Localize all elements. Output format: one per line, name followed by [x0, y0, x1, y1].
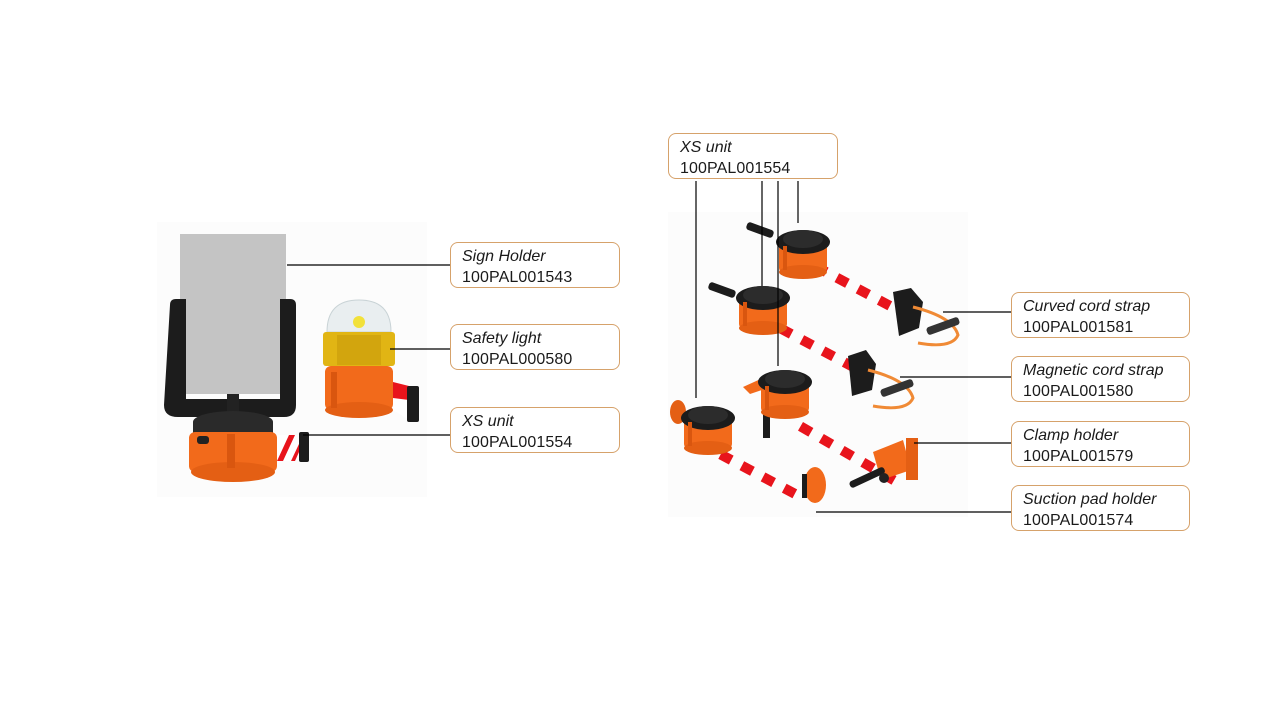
magnetic-cord-strap-illustration — [848, 350, 915, 410]
xs-unit-clamp — [743, 370, 812, 438]
callout-suction-pad-holder: Suction pad holder 100PAL001574 — [1011, 485, 1190, 531]
sign-holder-illustration — [164, 234, 296, 418]
xs-unit-magnetic-strap — [708, 282, 790, 335]
callout-product-code: 100PAL001580 — [1023, 383, 1134, 400]
callout-clamp-holder: Clamp holder 100PAL001579 — [1011, 421, 1190, 467]
barrier-tapes — [718, 262, 897, 499]
callout-product-name: Sign Holder — [462, 248, 546, 265]
callout-product-name: Safety light — [462, 330, 542, 347]
callout-product-code: 100PAL000580 — [462, 351, 573, 368]
callout-magnetic-cord-strap: Magnetic cord strap 100PAL001580 — [1011, 356, 1190, 402]
left-product-photo — [157, 222, 427, 497]
callout-product-code: 100PAL001554 — [680, 160, 791, 177]
callout-product-code: 100PAL001574 — [1023, 512, 1134, 529]
callout-safety-light: Safety light 100PAL000580 — [450, 324, 620, 370]
callout-product-code: 100PAL001579 — [1023, 448, 1134, 465]
callout-product-name: Magnetic cord strap — [1023, 362, 1164, 379]
suction-pad-holder-illustration — [802, 467, 826, 503]
callout-product-name: Clamp holder — [1023, 427, 1119, 444]
callout-xs-unit-left: XS unit 100PAL001554 — [450, 407, 620, 453]
callout-sign-holder: Sign Holder 100PAL001543 — [450, 242, 620, 288]
callout-product-name: Suction pad holder — [1023, 491, 1157, 508]
callout-product-name: XS unit — [680, 139, 732, 156]
callout-product-code: 100PAL001543 — [462, 269, 573, 286]
callout-product-code: 100PAL001581 — [1023, 319, 1134, 336]
callout-product-code: 100PAL001554 — [462, 434, 573, 451]
curved-cord-strap-illustration — [893, 288, 960, 347]
callout-product-name: XS unit — [462, 413, 514, 430]
xs-unit-curved-strap — [746, 222, 830, 279]
safety-light-illustration — [323, 299, 419, 422]
callout-curved-cord-strap: Curved cord strap 100PAL001581 — [1011, 292, 1190, 338]
right-product-photo — [668, 212, 968, 517]
xs-unit-suction — [670, 400, 735, 455]
xs-unit-illustration — [189, 411, 309, 482]
callout-product-name: Curved cord strap — [1023, 298, 1151, 315]
callout-xs-unit-right: XS unit 100PAL001554 — [668, 133, 838, 179]
clamp-holder-illustration — [849, 438, 918, 488]
